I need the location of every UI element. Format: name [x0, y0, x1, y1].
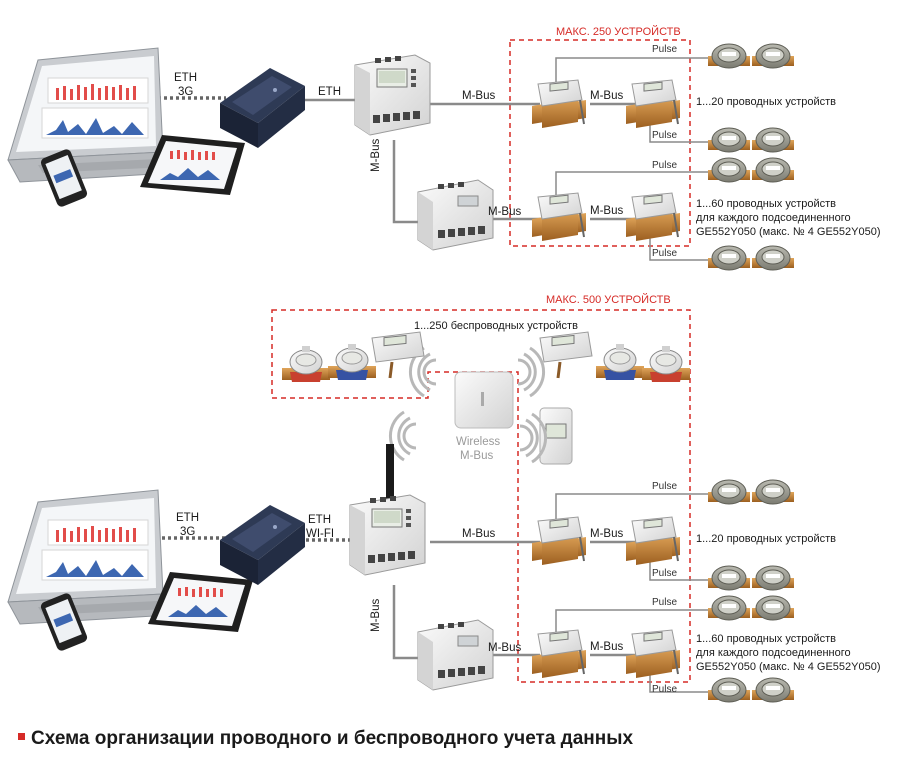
- top-pulse-3: [555, 171, 708, 202]
- top-pulse-label: Pulse: [652, 160, 678, 171]
- top-pulse-1: [555, 57, 708, 88]
- water-meter-icon: [751, 677, 795, 703]
- top-group1-desc: 1...20 проводных устройств: [696, 96, 836, 108]
- wireless-water-meter-icon: [327, 343, 377, 381]
- wireless-water-meter-icon: [595, 343, 645, 381]
- wireless-count-desc: 1...250 беспроводных устройств: [414, 320, 578, 332]
- top-eth2-label: ETH: [318, 86, 341, 98]
- bottom-mbus-vertical-link: [392, 585, 420, 660]
- top-pulse-label: Pulse: [652, 44, 678, 55]
- bottom-eth-wifi-label-2: WI-FI: [306, 528, 335, 540]
- bottom-section: [7, 309, 795, 703]
- bottom-pulse-label: Pulse: [652, 684, 678, 695]
- bottom-group2-desc-2: для каждого подсоединенного: [696, 647, 851, 659]
- water-meter-icon: [751, 565, 795, 591]
- water-meter-icon: [707, 677, 751, 703]
- water-meter-icon: [751, 595, 795, 621]
- top-pulse-label: Pulse: [652, 130, 678, 141]
- heat-meter-icon: [531, 516, 587, 566]
- bottom-group1-desc: 1...20 проводных устройств: [696, 533, 836, 545]
- bottom-pulse-label: Pulse: [652, 597, 678, 608]
- gateway-router-icon: [220, 505, 305, 585]
- wireless-heat-meter-icon: [538, 330, 594, 380]
- water-meter-icon: [707, 565, 751, 591]
- bottom-pulse-2: [649, 556, 708, 581]
- top-pulse-label: Pulse: [652, 248, 678, 259]
- water-meter-icon: [751, 43, 795, 69]
- top-mbus-vertical-link: [392, 140, 420, 224]
- water-meter-icon: [707, 127, 751, 153]
- heat-meter-icon: [531, 192, 587, 242]
- bottom-pulse-3: [555, 609, 708, 638]
- bottom-group2-desc-1: 1...60 проводных устройств: [696, 633, 836, 645]
- tablet-icon: [148, 572, 253, 632]
- top-pulse-4: [649, 232, 708, 261]
- bottom-mbus-between-lower-label: M-Bus: [590, 641, 624, 653]
- caption-bullet-icon: [18, 733, 25, 740]
- top-group2-desc-1: 1...60 проводных устройств: [696, 198, 836, 210]
- wireless-signal-icon: [516, 346, 546, 398]
- bottom-limit-label: МАКС. 500 УСТРОЙСТВ: [546, 294, 671, 306]
- water-meter-icon: [707, 157, 751, 183]
- top-mbus-between-upper-label: M-Bus: [590, 90, 624, 102]
- wireless-water-meter-icon: [641, 345, 691, 383]
- bottom-limit-box: [271, 309, 691, 683]
- mbus-concentrator-icon: [354, 54, 431, 136]
- top-mbus-vertical-label: M-Bus: [370, 138, 382, 172]
- bottom-mbus-lower-label: M-Bus: [488, 642, 522, 654]
- top-eth-label: ETH: [174, 72, 197, 84]
- water-meter-icon: [751, 127, 795, 153]
- water-meter-icon: [751, 157, 795, 183]
- top-mbus-between-lower-label: M-Bus: [590, 205, 624, 217]
- heat-meter-icon: [531, 79, 587, 129]
- water-meter-icon: [707, 43, 751, 69]
- bottom-mbus-vertical-label: M-Bus: [370, 598, 382, 632]
- top-limit-label: МАКС. 250 УСТРОЙСТВ: [556, 26, 681, 38]
- wireless-signal-icon: [388, 410, 418, 462]
- heat-meter-icon: [625, 192, 681, 242]
- water-meter-icon: [707, 479, 751, 505]
- water-meter-icon: [707, 595, 751, 621]
- bottom-pulse-label: Pulse: [652, 568, 678, 579]
- mbus-expander-icon: [417, 179, 494, 251]
- wireless-heat-meter-icon: [370, 330, 426, 380]
- wireless-mbus-label-1: Wireless: [456, 436, 501, 448]
- bottom-pulse-label: Pulse: [652, 481, 678, 492]
- top-pulse-2: [649, 118, 708, 143]
- bottom-eth-wifi-label-1: ETH: [308, 514, 331, 526]
- mbus-expander-icon: [417, 619, 494, 691]
- bottom-eth-label: ETH: [176, 512, 199, 524]
- bottom-pulse-1: [555, 493, 708, 525]
- top-3g-label: 3G: [178, 86, 194, 98]
- caption-text: Схема организации проводного и беспровод…: [31, 728, 634, 749]
- figure-caption: Схема организации проводного и беспровод…: [18, 728, 633, 750]
- wireless-mbus-label-2: M-Bus: [460, 450, 494, 462]
- heat-meter-icon: [531, 629, 587, 679]
- top-limit-box: [509, 39, 691, 247]
- antenna-icon: [386, 444, 394, 500]
- top-group2-desc-3: GE552Y050 (макс. № 4 GE552Y050): [696, 226, 881, 238]
- bottom-pulse-4: [649, 668, 708, 693]
- water-meter-icon: [751, 245, 795, 271]
- water-meter-icon: [751, 479, 795, 505]
- bottom-mbus-main-label: M-Bus: [462, 528, 496, 540]
- gateway-router-icon: [220, 68, 305, 148]
- bottom-3g-label: 3G: [180, 526, 196, 538]
- bottom-mbus-between-upper-label: M-Bus: [590, 528, 624, 540]
- bottom-group2-desc-3: GE552Y050 (макс. № 4 GE552Y050): [696, 661, 881, 673]
- top-mbus-lower-label: M-Bus: [488, 206, 522, 218]
- top-group2-desc-2: для каждого подсоединенного: [696, 212, 851, 224]
- top-section: [7, 39, 795, 271]
- wifi-concentrator-icon: [349, 494, 426, 576]
- top-mbus-main-label: M-Bus: [462, 90, 496, 102]
- water-meter-icon: [707, 245, 751, 271]
- wireless-water-meter-icon: [281, 345, 331, 383]
